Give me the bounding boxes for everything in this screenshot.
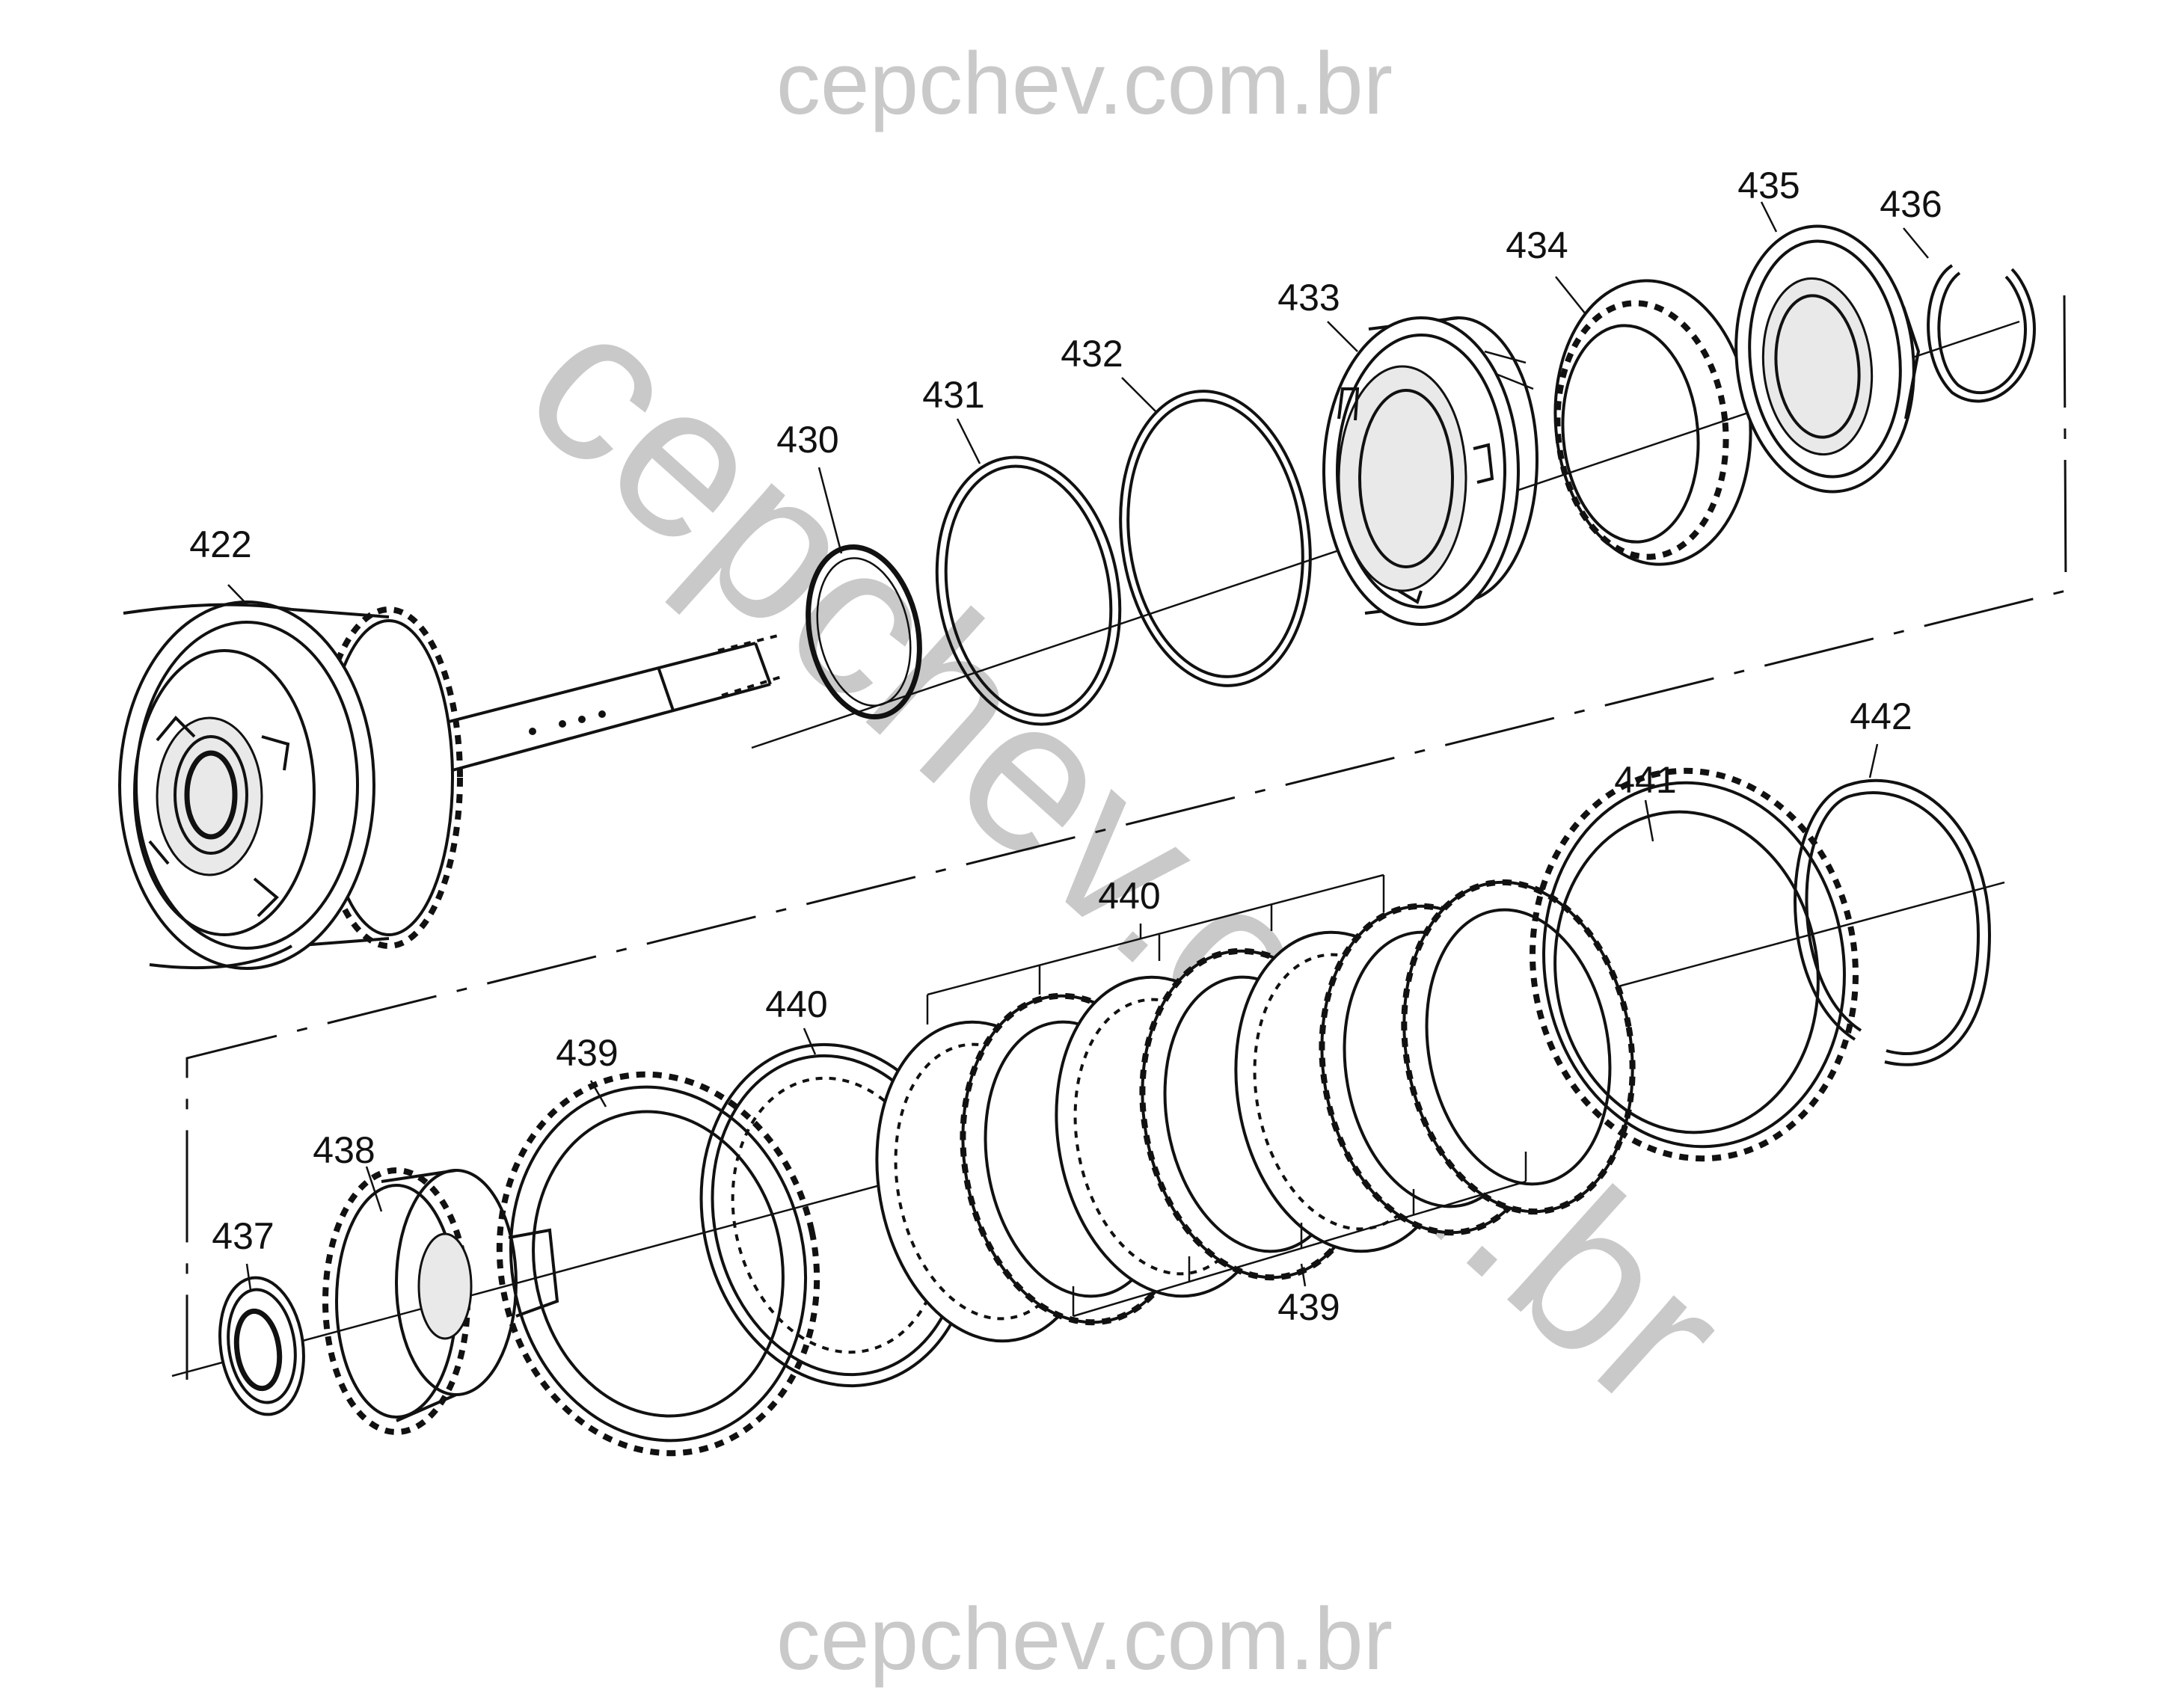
- callout-433: 433: [1277, 277, 1340, 319]
- leader-438: [365, 1166, 383, 1212]
- part-441-backing-plate: [1530, 767, 1859, 1162]
- callout-439b: 439: [1277, 1286, 1340, 1328]
- plate-stack: [875, 879, 1636, 1343]
- part-434-spring: [1553, 279, 1752, 566]
- callout-440b: 440: [1098, 875, 1160, 917]
- leader-442: [1868, 743, 1879, 778]
- callout-442: 442: [1850, 695, 1912, 737]
- part-437-washer: [218, 1276, 305, 1416]
- leader-441: [1644, 799, 1654, 842]
- callout-430: 430: [776, 419, 838, 461]
- callout-440a: 440: [765, 983, 827, 1025]
- part-436-snap-ring: [1927, 264, 2037, 403]
- leader-422: [227, 584, 248, 605]
- dashed-connector: [185, 295, 2067, 1380]
- part-432-ring: [1119, 390, 1312, 687]
- callout-432: 432: [1061, 333, 1123, 375]
- leader-437: [245, 1263, 252, 1291]
- part-433-piston: [1322, 316, 1538, 626]
- watermark-bottom: cepchev.com.br: [776, 1590, 1393, 1689]
- callout-439a: 439: [556, 1032, 618, 1074]
- bracket-440: [926, 873, 1385, 1025]
- watermark-top: cepchev.com.br: [776, 34, 1393, 133]
- leader-435: [1760, 201, 1778, 233]
- callout-435: 435: [1737, 165, 1800, 206]
- callout-436: 436: [1880, 183, 1942, 225]
- callout-434: 434: [1506, 224, 1568, 266]
- leader-436: [1903, 227, 1929, 259]
- leader-431: [956, 418, 981, 464]
- bracket-439: [1072, 1152, 1527, 1318]
- callout-431: 431: [922, 374, 984, 416]
- leader-430: [817, 467, 843, 554]
- part-438-hub: [322, 1167, 559, 1435]
- callout-441: 441: [1614, 759, 1676, 801]
- callout-422: 422: [189, 523, 251, 565]
- leader-440a: [803, 1027, 817, 1055]
- part-422-input-housing: [118, 600, 782, 970]
- leader-434: [1555, 276, 1586, 315]
- part-439-plate-left: [496, 1071, 820, 1457]
- leader-433: [1327, 321, 1358, 352]
- part-431-ring: [935, 455, 1122, 726]
- part-442-snap-ring: [1794, 778, 1992, 1066]
- callout-438: 438: [313, 1129, 375, 1171]
- part-430-seal: [806, 544, 922, 719]
- part-435-housing: [1734, 224, 1921, 494]
- leader-432: [1121, 377, 1156, 412]
- leader-439a: [589, 1080, 607, 1108]
- callout-437: 437: [212, 1215, 274, 1257]
